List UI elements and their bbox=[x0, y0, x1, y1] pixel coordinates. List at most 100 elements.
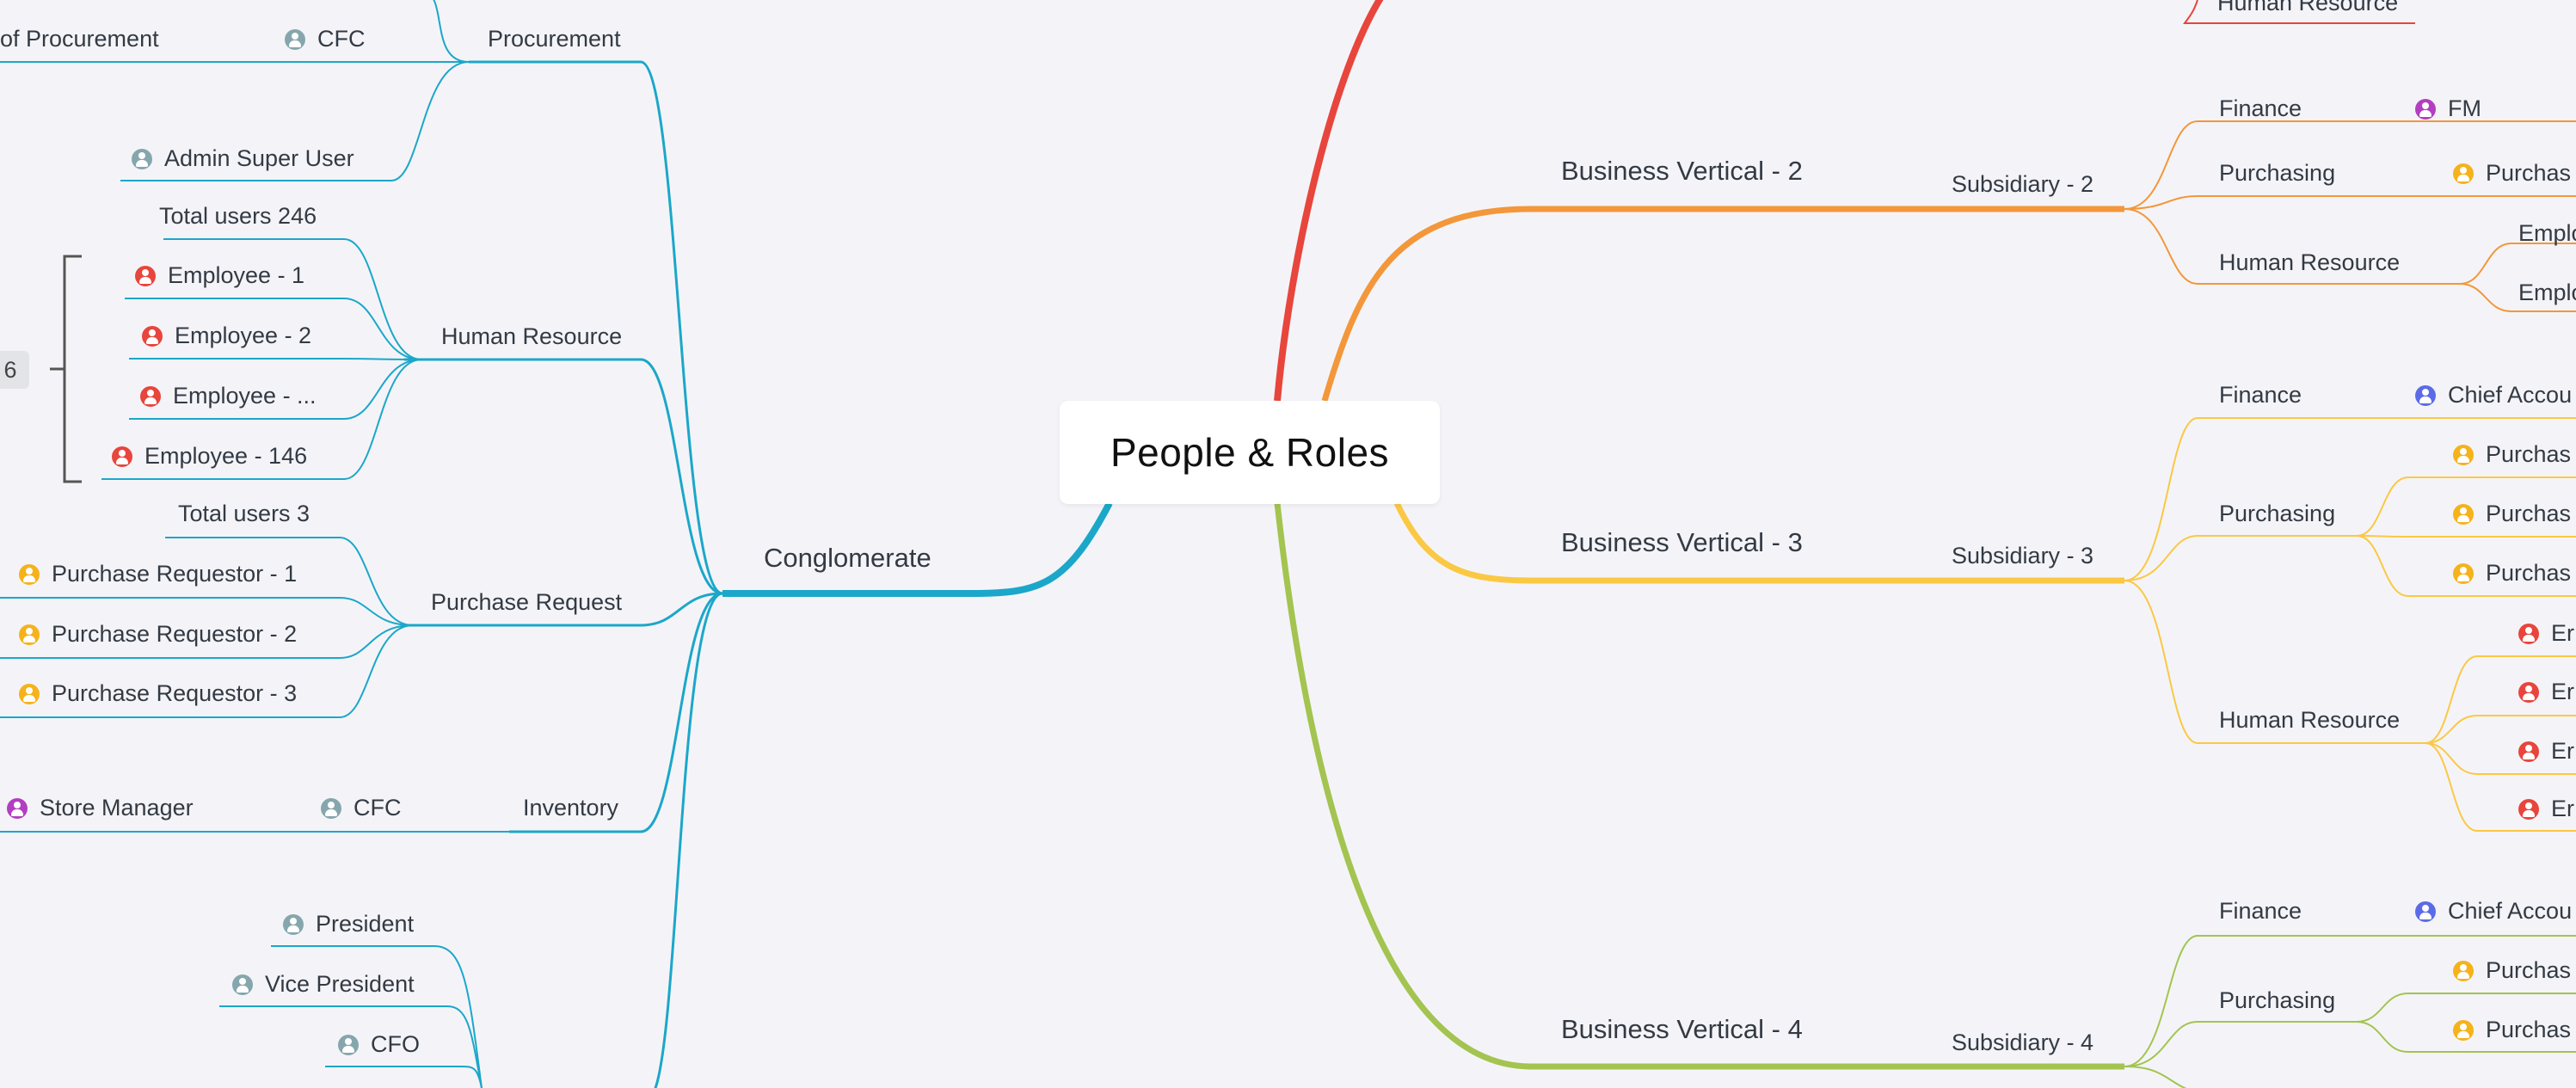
topic-subsidiary-2[interactable]: Subsidiary - 2 bbox=[1952, 171, 2094, 197]
label: Er bbox=[2551, 679, 2574, 704]
label: Purchas bbox=[2486, 160, 2572, 186]
branch-conglomerate[interactable]: Conglomerate bbox=[764, 543, 931, 573]
topic-pr-total-users[interactable]: Total users 3 bbox=[178, 501, 310, 526]
topic-procurement[interactable]: Procurement bbox=[488, 26, 621, 52]
label: Store Manager bbox=[40, 795, 194, 821]
topic-v2-fm[interactable]: FM bbox=[2415, 94, 2481, 123]
label: Chief Accou bbox=[2448, 898, 2573, 924]
root-title: People & Roles bbox=[1110, 430, 1390, 475]
topic-vice-president[interactable]: Vice President bbox=[232, 969, 415, 999]
topic-employee-ellipsis[interactable]: Employee - ... bbox=[140, 381, 317, 410]
branch-business-vertical-3[interactable]: Business Vertical - 3 bbox=[1561, 527, 1803, 557]
topic-head-of-procurement[interactable]: of Procurement bbox=[0, 26, 159, 52]
topic-subsidiary-3[interactable]: Subsidiary - 3 bbox=[1952, 543, 2094, 569]
topic-v3-purchaser-2[interactable]: Purchas bbox=[2453, 499, 2571, 528]
user-icon bbox=[142, 326, 163, 347]
topic-v1-human-resource[interactable]: Human Resource bbox=[2217, 0, 2399, 15]
topic-store-manager[interactable]: Store Manager bbox=[7, 793, 194, 822]
user-icon bbox=[2453, 163, 2474, 184]
topic-inventory-cfc[interactable]: CFC bbox=[321, 793, 402, 822]
label: Er bbox=[2551, 796, 2574, 821]
label: Chief Accou bbox=[2448, 382, 2573, 408]
topic-v3-employee-1[interactable]: Er bbox=[2518, 618, 2574, 648]
user-icon bbox=[2518, 741, 2539, 762]
label: Purchas bbox=[2486, 1017, 2572, 1042]
topic-v3-human-resource[interactable]: Human Resource bbox=[2219, 707, 2401, 733]
topic-v3-employee-3[interactable]: Er bbox=[2518, 736, 2574, 765]
user-icon bbox=[19, 624, 40, 645]
topic-purchase-requestor-3[interactable]: Purchase Requestor - 3 bbox=[19, 679, 297, 708]
label: Purchas bbox=[2486, 957, 2572, 983]
label: CFC bbox=[317, 26, 366, 52]
topic-v4-finance[interactable]: Finance bbox=[2219, 898, 2302, 924]
topic-v2-purchasing[interactable]: Purchasing bbox=[2219, 160, 2336, 186]
topic-v3-purchaser-1[interactable]: Purchas bbox=[2453, 440, 2571, 469]
topic-v2-purchaser[interactable]: Purchas bbox=[2453, 158, 2571, 187]
label: FM bbox=[2448, 95, 2481, 121]
topic-hr-total-users[interactable]: Total users 246 bbox=[159, 203, 317, 229]
topic-v4-purchasing[interactable]: Purchasing bbox=[2219, 987, 2336, 1013]
topic-v2-employee-1[interactable]: Emplo bbox=[2518, 220, 2576, 246]
user-icon bbox=[2415, 385, 2436, 406]
label: Vice President bbox=[265, 971, 415, 997]
user-icon bbox=[132, 149, 152, 169]
topic-purchase-requestor-2[interactable]: Purchase Requestor - 2 bbox=[19, 619, 297, 648]
label: Admin Super User bbox=[164, 145, 354, 171]
trunk-vertical4 bbox=[1274, 502, 2124, 1070]
topic-employee-146[interactable]: Employee - 146 bbox=[112, 441, 307, 470]
topic-v3-purchasing[interactable]: Purchasing bbox=[2219, 501, 2336, 526]
trunk-vertical3 bbox=[1393, 501, 2124, 584]
topic-v3-finance[interactable]: Finance bbox=[2219, 382, 2302, 408]
root-topic[interactable]: People & Roles bbox=[1060, 401, 1440, 504]
topic-procurement-cfc[interactable]: CFC bbox=[285, 24, 366, 53]
trunk-vertical2 bbox=[1321, 206, 2124, 402]
user-icon bbox=[2415, 99, 2436, 120]
trunk-conglomerate bbox=[722, 501, 1113, 597]
user-icon bbox=[285, 29, 305, 50]
label: Purchase Requestor - 2 bbox=[52, 621, 298, 647]
topic-admin-super-user[interactable]: Admin Super User bbox=[132, 144, 354, 173]
user-icon bbox=[2453, 1020, 2474, 1041]
user-icon bbox=[2453, 504, 2474, 525]
label: Employee - 146 bbox=[144, 443, 308, 469]
user-icon bbox=[140, 386, 161, 407]
topic-purchase-requestor-1[interactable]: Purchase Requestor - 1 bbox=[19, 559, 297, 588]
summary-count-badge[interactable]: 6 bbox=[0, 351, 29, 389]
user-icon bbox=[2415, 901, 2436, 922]
branch-business-vertical-2[interactable]: Business Vertical - 2 bbox=[1561, 156, 1803, 186]
user-icon bbox=[19, 564, 40, 585]
topic-human-resource[interactable]: Human Resource bbox=[441, 323, 623, 349]
branch-business-vertical-4[interactable]: Business Vertical - 4 bbox=[1561, 1014, 1803, 1044]
user-icon bbox=[2453, 445, 2474, 465]
topic-v4-chief-accountant[interactable]: Chief Accou bbox=[2415, 896, 2572, 925]
topic-inventory[interactable]: Inventory bbox=[523, 795, 619, 821]
topic-v4-purchaser-1[interactable]: Purchas bbox=[2453, 956, 2571, 985]
summary-bracket bbox=[50, 255, 82, 483]
topic-v3-chief-accountant[interactable]: Chief Accou bbox=[2415, 380, 2572, 409]
label: Purchas bbox=[2486, 441, 2572, 467]
topic-v3-purchaser-3[interactable]: Purchas bbox=[2453, 558, 2571, 587]
user-icon bbox=[321, 798, 341, 819]
topic-v4-purchaser-2[interactable]: Purchas bbox=[2453, 1015, 2571, 1044]
topic-employee-2[interactable]: Employee - 2 bbox=[142, 321, 311, 350]
label: President bbox=[316, 911, 415, 937]
topic-v3-employee-4[interactable]: Er bbox=[2518, 794, 2574, 823]
label: CFC bbox=[354, 795, 402, 821]
label: CFO bbox=[371, 1031, 420, 1057]
topic-v2-human-resource[interactable]: Human Resource bbox=[2219, 249, 2401, 275]
label: Employee - 1 bbox=[168, 262, 305, 288]
topic-v3-employee-2[interactable]: Er bbox=[2518, 677, 2574, 706]
topic-cfo[interactable]: CFO bbox=[338, 1030, 420, 1059]
topic-subsidiary-4[interactable]: Subsidiary - 4 bbox=[1952, 1030, 2094, 1055]
topic-employee-1[interactable]: Employee - 1 bbox=[135, 261, 304, 290]
topic-president[interactable]: President bbox=[283, 909, 414, 938]
topic-v2-employee-2[interactable]: Emplo bbox=[2518, 280, 2576, 305]
user-icon bbox=[338, 1035, 359, 1055]
trunk-vertical1 bbox=[1274, 0, 1384, 402]
topic-purchase-request[interactable]: Purchase Request bbox=[431, 589, 623, 615]
user-icon bbox=[2518, 799, 2539, 820]
topic-v2-finance[interactable]: Finance bbox=[2219, 95, 2302, 121]
user-icon bbox=[2518, 624, 2539, 644]
